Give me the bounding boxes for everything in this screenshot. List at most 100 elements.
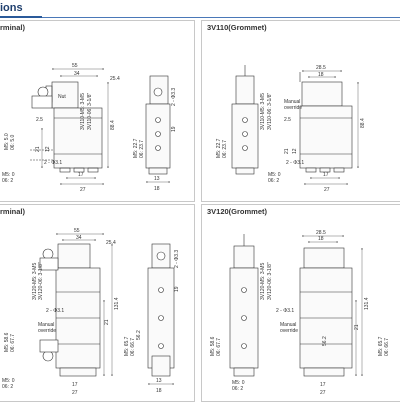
- tr-dim-884: 88.4: [360, 118, 366, 128]
- bl-manual: Manual: [38, 322, 54, 328]
- tr-dim-27: 27: [324, 187, 330, 193]
- tr-m5-b: M5: 0: [268, 172, 281, 178]
- br-dim-285: 28.5: [316, 230, 326, 236]
- br-dim-17: 17: [320, 382, 326, 388]
- tl-dim-27: 27: [80, 187, 86, 193]
- br-port-m5: 3V120-M5: 3-M5: [260, 263, 266, 300]
- br-side-view: [299, 247, 353, 377]
- bl-front-view: [55, 243, 101, 377]
- bl-terminal-connector-bottom: [39, 339, 59, 362]
- br-06-a: 06: 67.7: [216, 338, 222, 356]
- br-06-b: 06: 66.7: [384, 338, 390, 356]
- br-dim-27: 27: [320, 390, 326, 396]
- tr-port-m5: 3V110-M5: 3-M5: [260, 93, 266, 130]
- tl-port-06: 3V110-06: 3-1/8": [87, 93, 93, 130]
- tr-side-view: [299, 72, 353, 173]
- section-divider: [0, 17, 400, 18]
- bl-override: override: [38, 328, 56, 334]
- bl-dim-lines: [55, 233, 113, 377]
- section-divider-accent: [0, 16, 42, 18]
- tl-dim-25: 2.5: [36, 117, 43, 123]
- bl-m5-b: M5: 65.7: [124, 336, 130, 356]
- tr-dim-lines: [301, 70, 359, 185]
- bl-dim-1314: 131.4: [114, 297, 120, 310]
- bl-dim-21: 21: [104, 319, 110, 325]
- tr-06-a: 06: 23.7: [222, 140, 228, 158]
- tl-dim-18: 18: [154, 186, 160, 192]
- tl-dim-19: 19: [171, 126, 177, 132]
- br-06-c: 06: 2: [232, 386, 243, 392]
- br-dim-1314: 131.4: [364, 297, 370, 310]
- tl-dim-884: 88.4: [110, 120, 116, 130]
- tl-dim-254: 25.4: [110, 76, 120, 82]
- panel-label-br: 3V120(Grommet): [207, 207, 268, 216]
- tl-terminal-connector: [31, 86, 53, 109]
- tl-m5-c: M5: 0: [2, 172, 15, 178]
- bl-dim-27: 27: [72, 390, 78, 396]
- br-front-view: [229, 234, 259, 377]
- panel-label-tl: rminal): [0, 23, 26, 32]
- tl-dim-13: 13: [154, 176, 160, 182]
- tl-dim-17: 17: [78, 172, 84, 178]
- br-dim-18: 18: [318, 236, 324, 242]
- tl-m5-b: M5: 22.7: [133, 138, 139, 158]
- tl-m5-a: M5: 5.0: [4, 133, 10, 150]
- bl-dim-562: 56.2: [136, 330, 142, 340]
- tr-front-view: [231, 65, 259, 175]
- tl-dim-55: 55: [72, 63, 78, 69]
- tl-hole-33: 2 - Φ3.3: [171, 88, 177, 106]
- section-title: ions: [0, 2, 23, 14]
- tl-06-a: 06: 5.0: [10, 134, 16, 150]
- tr-dim-285: 28.5: [316, 65, 326, 71]
- bl-06-a: 06: 67.7: [10, 334, 16, 352]
- bl-side-view: [147, 243, 175, 385]
- bl-dim-13: 13: [156, 378, 162, 384]
- tl-port-m5: 3V110-M5: 3-M5: [80, 93, 86, 130]
- tr-dim-17: 17: [323, 172, 329, 178]
- br-m5-c: M5: 0: [232, 380, 245, 386]
- tr-hole: 2 - Φ3.1: [286, 160, 304, 166]
- tl-nut: Nut: [58, 94, 66, 100]
- bl-hole-33: 2 - Φ3.3: [174, 250, 180, 268]
- bl-dim-55: 55: [74, 228, 80, 234]
- tr-dim-21: 21: [284, 148, 290, 154]
- panel-label-tr: 3V110(Grommet): [207, 23, 267, 32]
- br-m5-b: M5: 65.7: [378, 336, 384, 356]
- tl-06-b: 06: 23.7: [139, 140, 145, 158]
- tr-manual: Manual: [284, 99, 300, 105]
- tl-front-view: [30, 81, 103, 173]
- br-override: override: [280, 328, 298, 334]
- bl-m5-a: M5: 58.6: [4, 332, 10, 352]
- bl-dim-254: 25.4: [106, 240, 116, 246]
- br-port-06: 3V120-06: 3-1/8": [267, 262, 273, 300]
- tl-dim-lines: [41, 68, 109, 185]
- tr-dim-25: 2.5: [284, 117, 291, 123]
- tl-dim-21: 21: [35, 146, 41, 152]
- tr-port-06: 3V110-06: 3-1/8": [267, 93, 273, 130]
- panel-label-bl: rminal): [0, 207, 26, 216]
- bl-dim-18: 18: [156, 388, 162, 394]
- tl-side-view: [145, 75, 171, 183]
- br-hole: 2 - Φ3.1: [276, 308, 294, 314]
- br-m5-a: M5: 58.6: [210, 336, 216, 356]
- bl-dim-19: 19: [174, 286, 180, 292]
- tr-override: override: [284, 105, 302, 111]
- bl-dim-34: 34: [76, 235, 82, 241]
- bl-dim-17: 17: [72, 382, 78, 388]
- bl-terminal-connector-top: [39, 248, 59, 271]
- tl-06-c: 06: 2: [2, 178, 13, 184]
- tl-hole: 2 - Φ3.1: [44, 160, 62, 166]
- br-dim-lines: [301, 235, 363, 377]
- bl-hole: 2 - Φ3.1: [46, 308, 64, 314]
- bl-port-m5: 3V120-M5: 3-M5: [32, 263, 38, 300]
- tr-m5-a: M5: 22.7: [216, 138, 222, 158]
- br-dim-21: 21: [354, 324, 360, 330]
- br-dim-562: 56.2: [322, 336, 328, 346]
- bl-m5-c: M5: 0: [2, 378, 15, 384]
- tr-06-b: 06: 2: [268, 178, 279, 184]
- tl-dim-12: 12: [45, 146, 51, 152]
- tr-dim-12: 12: [292, 148, 298, 154]
- bl-port-06: 3V120-06: 3-1/8": [38, 262, 44, 300]
- bl-06-b: 06: 66.7: [130, 338, 136, 356]
